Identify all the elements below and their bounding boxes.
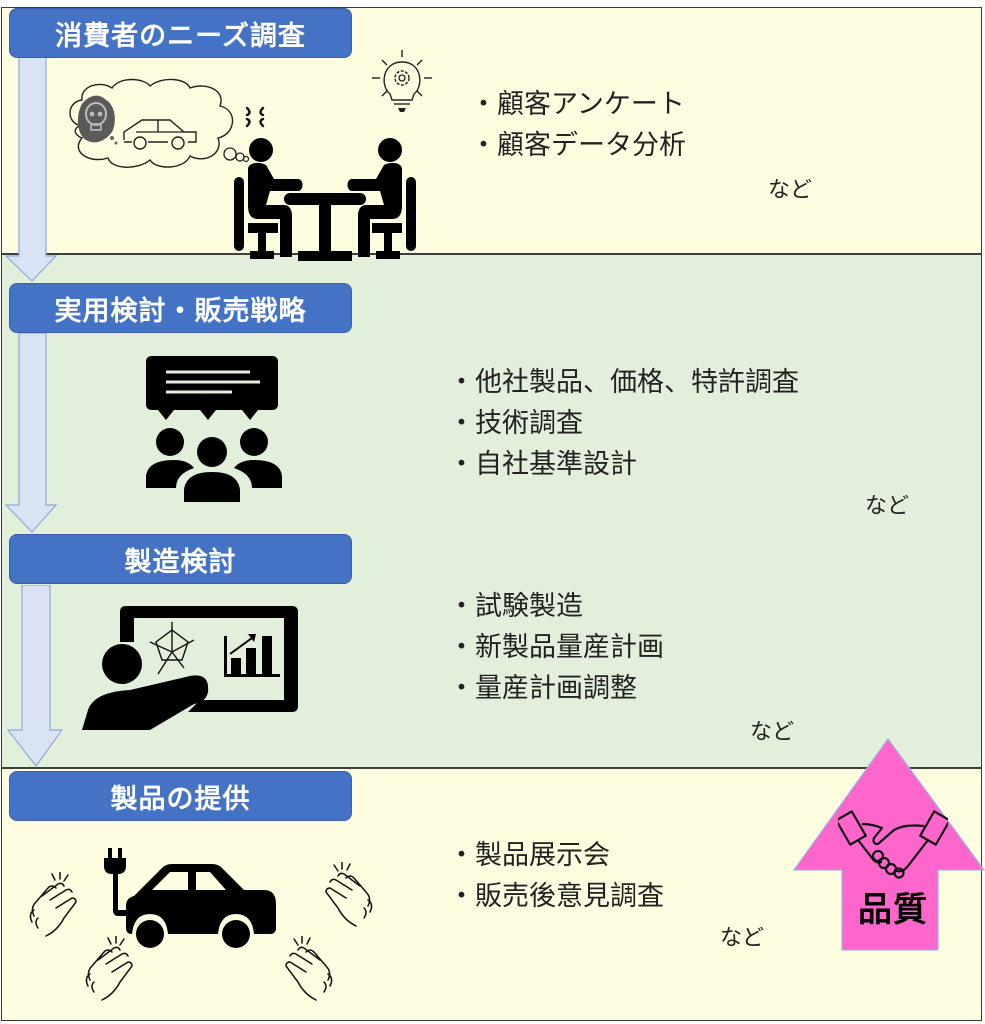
quality-up-arrow-icon xyxy=(792,738,985,951)
activity-item: 顧客データ分析 xyxy=(470,125,686,166)
etc-label: など xyxy=(720,926,765,951)
stage-2-activity-list: 他社製品、価格、特許調査 技術調査 自社基準設計 xyxy=(448,362,799,485)
electric-car-icon xyxy=(104,848,276,948)
thought-bubble-skull-car-icon xyxy=(69,78,250,168)
stage-title-needs-survey: 消費者のニーズ調査 xyxy=(9,8,352,58)
quality-label: 品質 xyxy=(858,890,928,930)
clapping-hands-icon xyxy=(85,936,133,1001)
handshake-icon xyxy=(838,810,948,879)
stage-title-product-delivery: 製品の提供 xyxy=(9,771,352,821)
band-divider xyxy=(2,253,982,255)
lightbulb-gear-icon xyxy=(372,50,432,112)
flow-arrow-down-icon xyxy=(4,333,58,533)
band-divider xyxy=(2,767,982,769)
diagram-frame xyxy=(1,7,982,1021)
activity-item: 技術調査 xyxy=(448,403,799,444)
anger-mark-icon xyxy=(245,106,265,128)
stage-1-activity-list: 顧客アンケート 顧客データ分析 xyxy=(470,84,686,166)
activity-item: 量産計画調整 xyxy=(448,668,664,709)
activity-item: 自社基準設計 xyxy=(448,444,799,485)
activity-item: 他社製品、価格、特許調査 xyxy=(448,362,799,403)
flow-arrow-down-icon xyxy=(6,585,64,767)
activity-item: 顧客アンケート xyxy=(470,84,686,125)
group-discussion-icon xyxy=(146,356,282,502)
stage-4-activity-list: 製品展示会 販売後意見調査 xyxy=(448,835,664,917)
clapping-hands-icon xyxy=(325,862,373,927)
etc-label: など xyxy=(768,178,813,203)
etc-label: など xyxy=(865,494,910,519)
etc-label: など xyxy=(750,720,795,745)
clapping-hands-icon xyxy=(29,872,77,937)
two-people-meeting-icon xyxy=(234,138,416,261)
activity-item: 販売後意見調査 xyxy=(448,876,664,917)
stage-title-manufacturing-study: 製造検討 xyxy=(9,534,352,584)
activity-item: 製品展示会 xyxy=(448,835,664,876)
clapping-hands-icon xyxy=(285,936,333,1001)
stage-title-practical-study: 実用検討・販売戦略 xyxy=(9,283,352,333)
activity-item: 試験製造 xyxy=(448,586,664,627)
stage-3-activity-list: 試験製造 新製品量産計画 量産計画調整 xyxy=(448,586,664,709)
activity-item: 新製品量産計画 xyxy=(448,627,664,668)
presentation-board-icon xyxy=(82,606,298,730)
flow-arrow-down-icon xyxy=(4,56,58,282)
